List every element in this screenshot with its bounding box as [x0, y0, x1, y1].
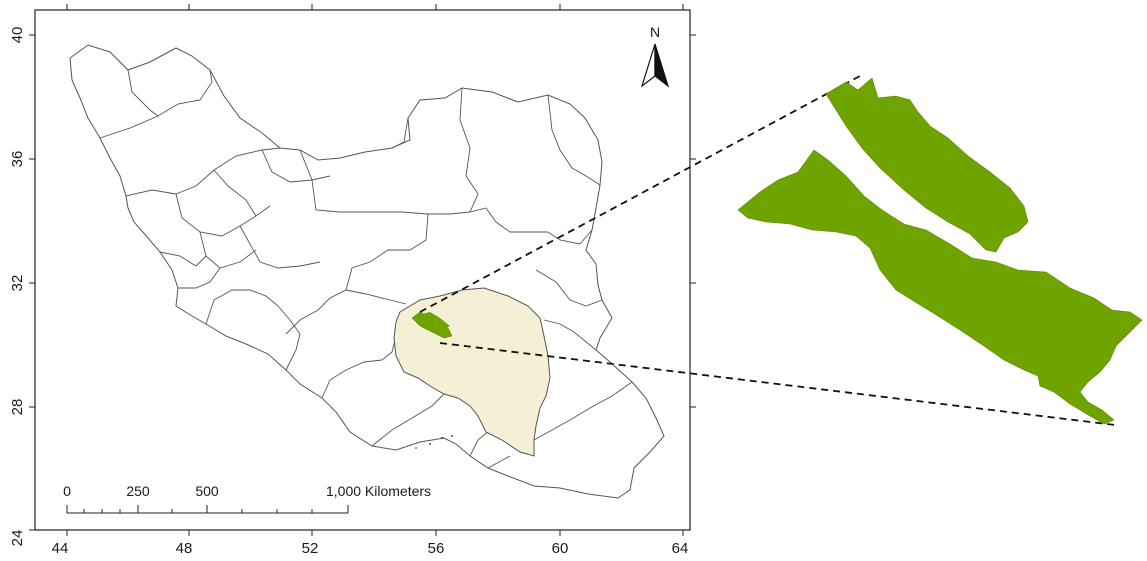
- x-tick-label: 48: [176, 540, 193, 556]
- scale-bar-line: [66, 505, 349, 514]
- y-tick-label: 24: [9, 530, 26, 547]
- scale-bar: 0 250 500 1,000 Kilometers: [63, 483, 431, 514]
- y-tick-label: 28: [9, 399, 26, 416]
- y-tick-label: 36: [9, 151, 26, 168]
- scale-label: 500: [195, 483, 219, 499]
- scale-label: 0: [63, 483, 71, 499]
- x-tick-label: 60: [552, 540, 569, 556]
- y-tick-label: 32: [9, 275, 26, 292]
- north-letter: N: [650, 24, 660, 40]
- x-tick-labels: 44 48 52 56 60 64: [52, 540, 689, 557]
- y-tick-label: 40: [9, 27, 26, 44]
- y-tick-labels: 40 36 32 28 24: [9, 27, 26, 547]
- islands: [415, 435, 453, 449]
- province-boundaries: [99, 69, 633, 469]
- scale-label: 1,000 Kilometers: [326, 483, 431, 499]
- scale-label: 250: [126, 483, 150, 499]
- axis-ticks: [29, 4, 696, 536]
- study-area-inset: [737, 77, 1143, 425]
- north-arrow-icon: [640, 43, 670, 88]
- x-tick-label: 56: [428, 540, 445, 556]
- north-arrow: N: [640, 24, 670, 88]
- study-area-small-ridge: [422, 312, 450, 328]
- x-tick-label: 64: [672, 540, 689, 556]
- x-tick-label: 44: [52, 540, 69, 556]
- leader-lines: [419, 75, 1116, 426]
- x-tick-label: 52: [302, 540, 319, 556]
